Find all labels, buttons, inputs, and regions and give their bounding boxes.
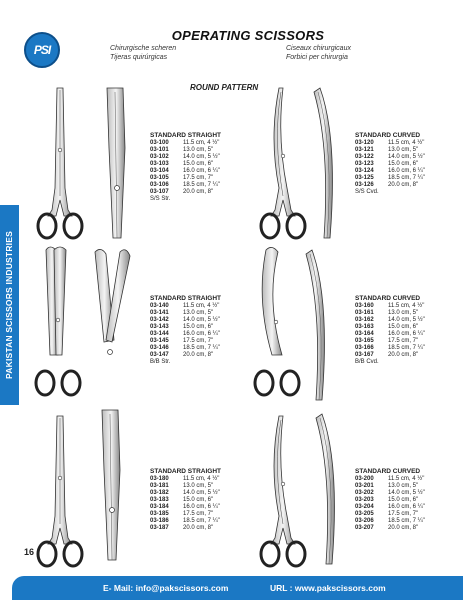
straight-scissors-image-3 xyxy=(36,414,84,568)
block-heading: STANDARD CURVED xyxy=(355,295,421,302)
curved-scissors-image xyxy=(259,86,307,240)
block-note: B/B Cvd. xyxy=(355,359,379,365)
bb-curved-scissors-image xyxy=(253,247,301,397)
curved-scissors-profile-3 xyxy=(315,413,335,565)
block-note: S/S Cvd. xyxy=(355,189,379,195)
subtitles-right: Ciseaux chirurgicaux Forbici per chirurg… xyxy=(286,45,351,62)
company-logo: PSI xyxy=(24,32,60,68)
pattern-label: ROUND PATTERN xyxy=(190,83,259,92)
straight-scissors-profile xyxy=(106,87,126,239)
subtitle-italian: Forbici per chirurgia xyxy=(286,53,348,61)
straight-scissors-profile-3 xyxy=(101,409,121,561)
footer-email-link[interactable]: E- Mail: info@pakscissors.com xyxy=(103,583,229,593)
bb-straight-scissors-image xyxy=(34,246,82,397)
subtitle-german: Chirurgische scheren xyxy=(110,45,177,52)
block-note: S/S Str. xyxy=(150,196,171,202)
footer-bar xyxy=(12,576,463,600)
bb-curved-scissors-profile xyxy=(305,249,325,401)
curved-scissors-profile xyxy=(313,87,333,239)
subtitle-spanish: Tijeras quirúrgicas xyxy=(110,53,168,61)
block-heading: STANDARD CURVED xyxy=(355,132,421,139)
footer-url-link[interactable]: URL : www.pakscissors.com xyxy=(270,583,386,593)
page-title: OPERATING SCISSORS xyxy=(171,28,325,43)
block-heading: STANDARD STRAIGHT xyxy=(150,468,222,475)
block-heading: STANDARD STRAIGHT xyxy=(150,295,222,302)
bb-straight-scissors-open-image xyxy=(94,249,131,355)
side-banner xyxy=(0,205,19,405)
block-heading: STANDARD STRAIGHT xyxy=(150,132,222,139)
page-number: 16 xyxy=(24,547,35,557)
straight-scissors-image xyxy=(36,86,84,240)
curved-scissors-image-3 xyxy=(259,414,307,568)
block-note: B/B Str. xyxy=(150,359,171,365)
subtitle-french: Ciseaux chirurgicaux xyxy=(286,45,351,52)
logo-text: PSI xyxy=(33,43,51,57)
block-heading: STANDARD CURVED xyxy=(355,468,421,475)
subtitles-left: Chirurgische scheren Tijeras quirúrgicas xyxy=(110,45,176,62)
